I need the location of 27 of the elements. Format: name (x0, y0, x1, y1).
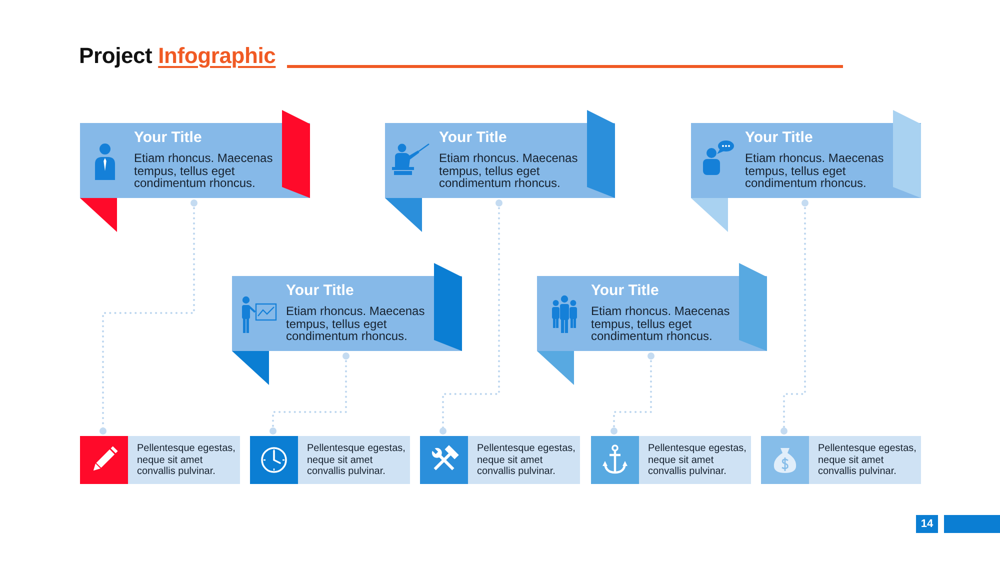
card-text: Pellentesque egestas, neque sit amet convallis pulvinar. (818, 443, 918, 478)
card-text: Pellentesque egestas, neque sit amet convallis pulvinar. (137, 443, 236, 478)
card-text: Pellentesque egestas, neque sit amet convallis pulvinar. (307, 443, 406, 478)
info-card (420, 436, 580, 484)
banner-text: Etiam rhoncus. Maecenas tempus, tellus eget condimentum rhoncus. (591, 305, 731, 342)
banner-title: Your Title (591, 282, 659, 300)
info-card (80, 436, 240, 484)
slide-title: Project Infographic (79, 42, 276, 69)
banner-title: Your Title (439, 129, 507, 147)
banner-title: Your Title (286, 282, 354, 300)
dotted-connector (270, 352, 350, 434)
banner-text: Etiam rhoncus. Maecenas tempus, tellus eget condimentum rhoncus. (286, 305, 426, 342)
banner-title: Your Title (745, 129, 813, 147)
card-text: Pellentesque egestas, neque sit amet convallis pulvinar. (648, 443, 748, 478)
dotted-connector (610, 352, 654, 434)
page-number: 14 (916, 515, 938, 533)
info-card (250, 436, 410, 484)
dotted-connector (100, 200, 198, 434)
banner-text: Etiam rhoncus. Maecenas tempus, tellus eget condimentum rhoncus. (439, 152, 579, 190)
info-card (761, 436, 921, 484)
banner-text: Etiam rhoncus. Maecenas tempus, tellus eget condimentum rhoncus. (134, 152, 274, 190)
dotted-connector (780, 200, 808, 434)
dotted-connector (440, 200, 502, 434)
banner-title: Your Title (134, 129, 202, 147)
info-card (591, 436, 751, 484)
card-text: Pellentesque egestas, neque sit amet convallis pulvinar. (477, 443, 576, 478)
banner-text: Etiam rhoncus. Maecenas tempus, tellus eget condimentum rhoncus. (745, 152, 885, 190)
